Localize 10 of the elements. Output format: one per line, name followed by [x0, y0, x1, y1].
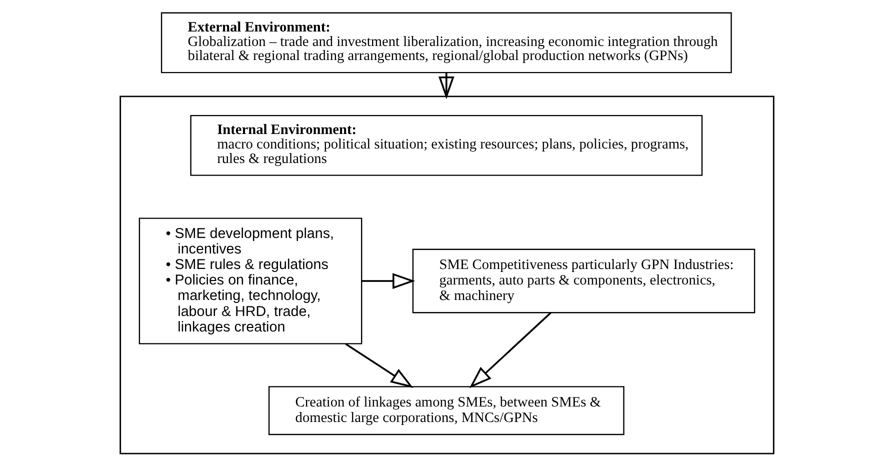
arrow [438, 72, 454, 100]
node-box: SME Competitiveness particularly GPN Industries: garments, auto parts & components, electronics, & machinery [412, 248, 755, 314]
arrow [468, 312, 551, 388]
node-box: Internal Environment: macro conditions; political situation; existing resources; plans, policies, programs, rules & regulations [190, 114, 702, 176]
arrow [344, 343, 413, 388]
node-box: External Environment: Globalization – trade and investment liberalization, increasing economic integration through bilateral & regional trading arrangements, regional/global production networks (GPNs) [160, 12, 732, 74]
node-box: • SME development plans, incentives • SME rules & regulations • Policies on finance, marketing, technology, labour & HRD, trade, linkages creation [138, 218, 362, 344]
cluster [119, 96, 774, 454]
node-box: Creation of linkages among SMEs, between SMEs & domestic large corporations, MNCs/GPNs [268, 386, 624, 436]
arrow [361, 273, 415, 289]
